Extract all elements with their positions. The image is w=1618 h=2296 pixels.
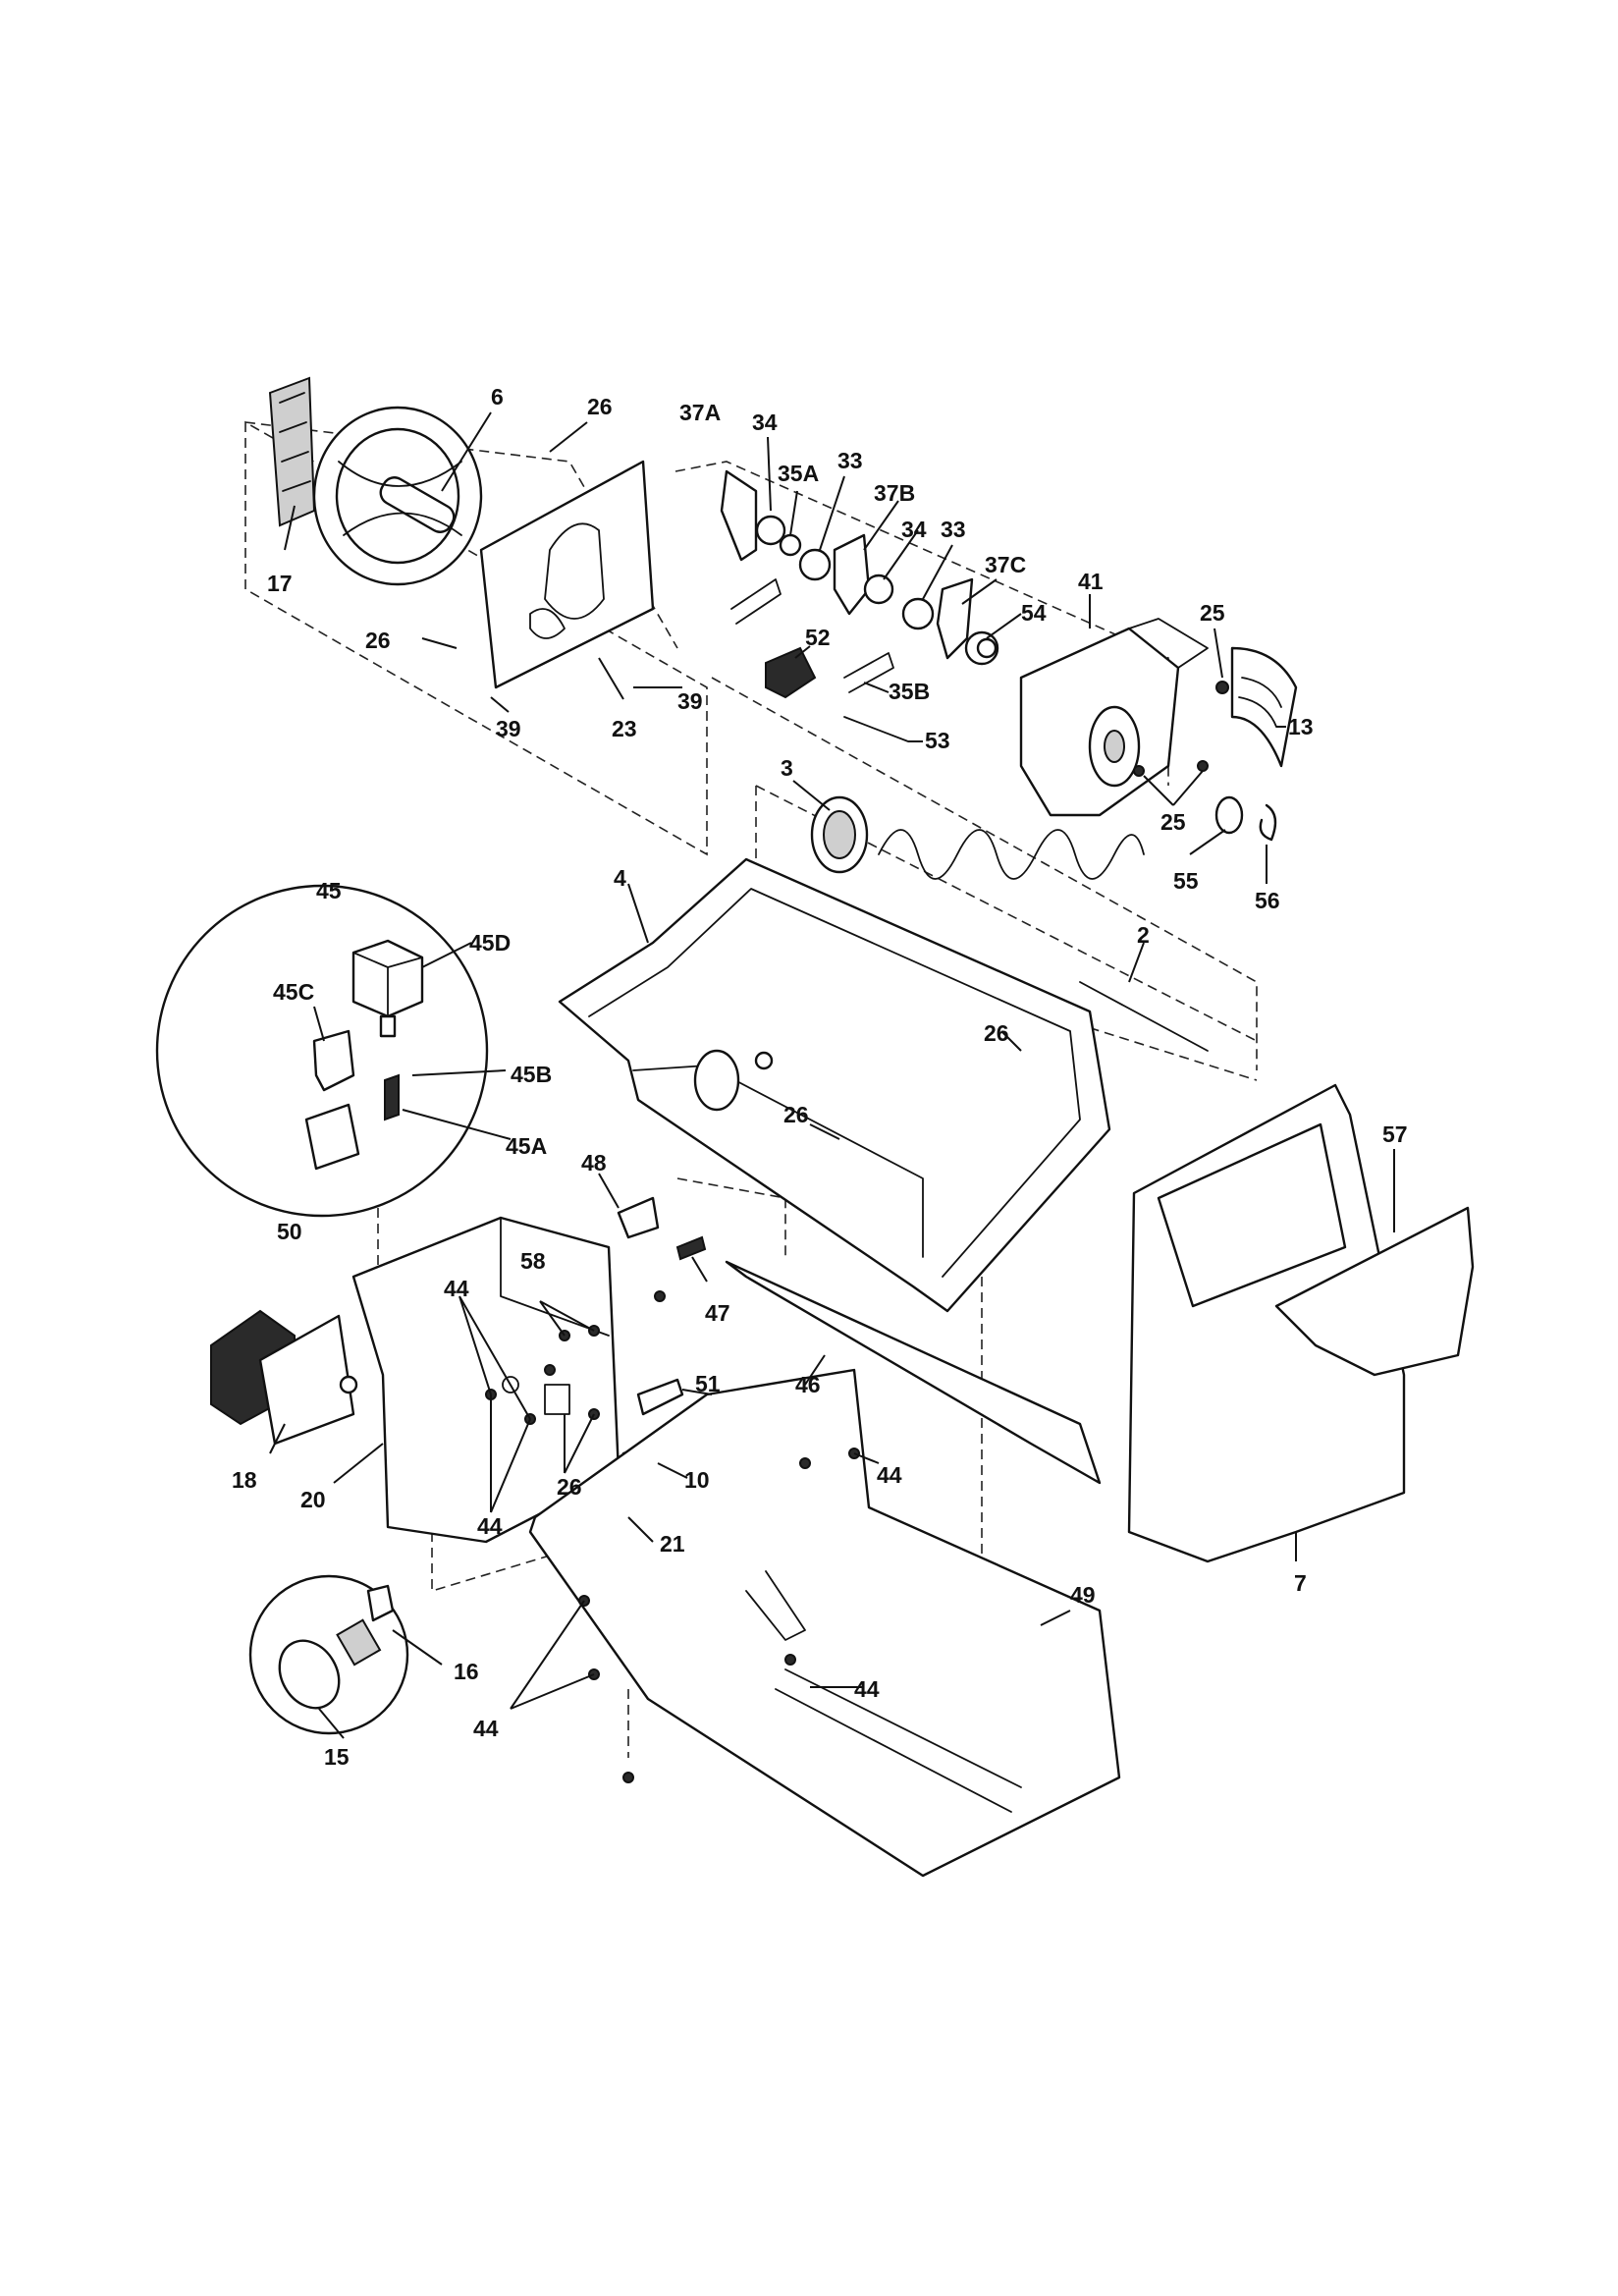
side-panel-part (528, 1368, 1121, 1878)
callout-3: 3 (781, 755, 793, 781)
callout-34: 34 (752, 410, 778, 435)
callout-44: 44 (444, 1276, 469, 1301)
callout-4: 4 (614, 865, 626, 891)
crusher-blade-assembly (720, 469, 999, 742)
callout-57: 57 (1382, 1121, 1408, 1147)
callout-58: 58 (520, 1248, 546, 1274)
callout-39: 39 (677, 688, 703, 714)
callout-53: 53 (925, 728, 950, 753)
callout-21: 21 (660, 1531, 685, 1557)
ice-bucket-part (558, 857, 1111, 1313)
lamp-detail-inset (248, 1574, 409, 1735)
callout-34: 34 (901, 517, 927, 542)
callout-45D: 45D (469, 930, 511, 956)
callout-2: 2 (1137, 922, 1150, 948)
auger-coil-part (810, 795, 1209, 1052)
callout-18: 18 (232, 1467, 257, 1493)
callout-45: 45 (316, 878, 342, 903)
callout-45C: 45C (273, 979, 314, 1005)
callout-25: 25 (1200, 600, 1225, 626)
callout-49: 49 (1070, 1582, 1096, 1608)
callout-50: 50 (277, 1219, 302, 1244)
callout-54: 54 (1021, 600, 1047, 626)
callout-39: 39 (496, 716, 521, 741)
callout-20: 20 (300, 1487, 326, 1512)
callout-51: 51 (695, 1371, 721, 1396)
callout-26: 26 (984, 1020, 1009, 1046)
callout-35B: 35B (889, 679, 930, 704)
small-hardware (1133, 681, 1277, 842)
callout-15: 15 (324, 1744, 350, 1770)
callout-10: 10 (684, 1467, 710, 1493)
callout-48: 48 (581, 1150, 607, 1175)
callout-33: 33 (837, 448, 863, 473)
callout-26: 26 (783, 1102, 809, 1127)
callout-26: 26 (365, 628, 391, 653)
callout-52: 52 (805, 625, 831, 650)
callout-55: 55 (1173, 868, 1199, 894)
callout-16: 16 (454, 1659, 479, 1684)
callout-26: 26 (587, 394, 613, 419)
back-plate-part (479, 460, 655, 689)
dispenser-face-part (1127, 1083, 1475, 1563)
callout-46: 46 (795, 1372, 821, 1397)
solenoid-detail-inset (155, 884, 489, 1218)
callout-41: 41 (1078, 569, 1104, 594)
callout-6: 6 (491, 384, 504, 410)
callout-45A: 45A (506, 1133, 547, 1159)
callout-37B: 37B (874, 480, 915, 506)
ice-deflector-part (1230, 646, 1298, 768)
callout-35A: 35A (778, 461, 819, 486)
callout-26: 26 (557, 1474, 582, 1500)
linkage-parts (617, 1196, 1102, 1485)
callout-37C: 37C (985, 552, 1026, 577)
callout-13: 13 (1288, 714, 1314, 739)
callout-37A: 37A (679, 400, 721, 425)
callout-7: 7 (1294, 1570, 1307, 1596)
housing-part (1019, 618, 1209, 817)
callout-44: 44 (854, 1676, 880, 1702)
callout-56: 56 (1255, 888, 1280, 913)
callout-44: 44 (877, 1462, 902, 1488)
callout-45B: 45B (511, 1062, 552, 1087)
callout-labels: 6 26 17 26 39 23 39 37A 34 35A 33 37B 34… (232, 384, 1408, 1770)
filter-strip-part (268, 376, 316, 527)
auger-drum-part (312, 406, 483, 586)
motor-part (210, 1309, 358, 1446)
callout-44: 44 (477, 1513, 503, 1539)
callout-44: 44 (473, 1716, 499, 1741)
callout-25: 25 (1160, 809, 1186, 835)
callout-47: 47 (705, 1300, 730, 1326)
callout-17: 17 (267, 571, 293, 596)
callout-23: 23 (612, 716, 637, 741)
leader-lines (269, 411, 1395, 1739)
callout-33: 33 (941, 517, 966, 542)
